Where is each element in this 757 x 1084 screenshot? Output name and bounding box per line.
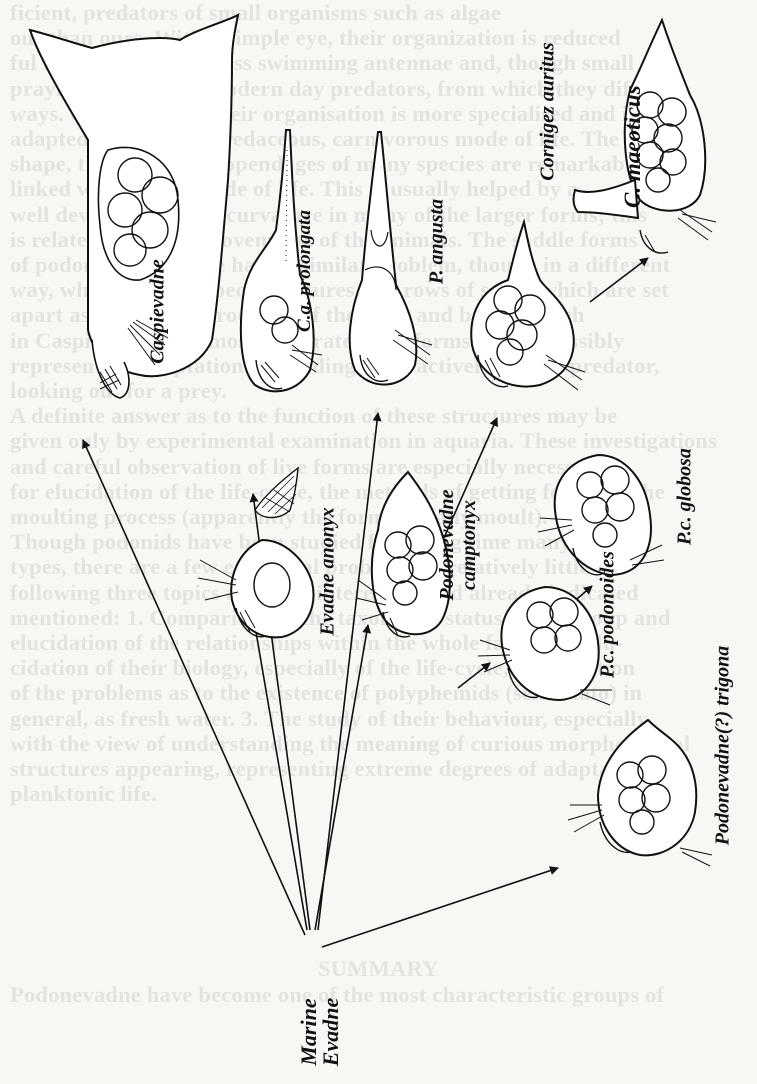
pc-podonoides-drawing: [478, 587, 612, 705]
arrow-to-trigona: [322, 868, 558, 947]
cornigez-auritus-drawing: [471, 222, 585, 390]
label-cornigez-auritus: Cornigez auritus: [537, 22, 560, 202]
p-angusta-drawing: [350, 132, 432, 385]
arrow-to-c-maeoticus: [590, 258, 648, 302]
label-podonevadne-trigona: Podonevadne(?) trigona: [712, 631, 735, 861]
label-ca-prolongata: C.a. prolongata: [294, 201, 316, 341]
evadne-anonyx-drawing: [198, 468, 313, 637]
label-marine-evadne: Marine Evadne: [298, 977, 342, 1084]
arrow-to-p-angusta: [318, 413, 378, 930]
label-podonevadne-camptonyx: Podonevadne camptonyx: [436, 475, 480, 615]
label-caspievadne: Caspievadne: [147, 252, 170, 372]
caspievadne-drawing: [30, 15, 238, 398]
arrow-to-evadne-anonyx: [250, 597, 307, 930]
label-pc-podonoides: P.c. podonoides: [597, 545, 620, 685]
podonevadne-trigona-drawing: [568, 720, 712, 866]
label-evadne-anonyx: Evadne anonyx: [317, 502, 340, 642]
arrow-to-pc-podonoides: [458, 663, 490, 688]
label-pc-globosa: P.c. globosa: [674, 442, 697, 552]
label-c-maeoticus: C. maeoticus: [620, 88, 646, 208]
label-p-angusta: P. angusta: [426, 187, 449, 297]
